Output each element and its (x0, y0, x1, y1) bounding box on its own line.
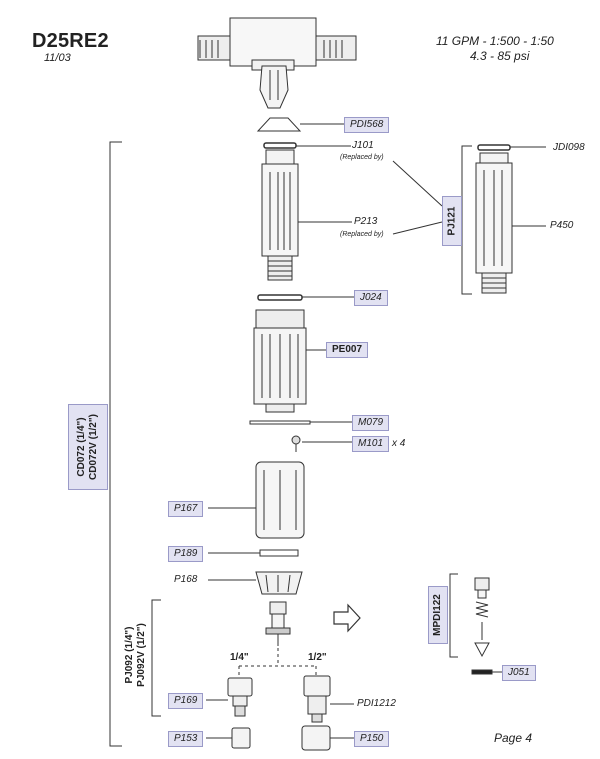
p189-part (259, 549, 299, 557)
part-label-pe007: PE007 (326, 342, 369, 358)
pdi568-part (256, 117, 302, 132)
mpdi122-part (471, 577, 493, 675)
size-label-quarter: 1/4" (230, 652, 249, 663)
check-valve-part (265, 601, 291, 646)
model-title: D25RE2 (32, 30, 109, 52)
p167-part (255, 461, 305, 539)
cd072v-line: CD072V (1/2") (88, 414, 100, 480)
j101-part (263, 142, 297, 149)
part-label-p169: P169 (168, 693, 204, 709)
part-label-p153: P153 (168, 731, 204, 747)
part-label-p168: P168 (174, 574, 198, 585)
pj092-kit-label: PJ092 (1/4") PJ092V (1/2") (118, 612, 154, 698)
m101-quantity: x 4 (392, 438, 406, 449)
p169-part (227, 677, 253, 717)
part-label-pdi568: PDI568 (344, 117, 390, 133)
pj121-kit-label: PJ121 (442, 196, 462, 246)
pj092-line: PJ092 (1/4") (124, 626, 136, 684)
jdi098-part (477, 144, 511, 151)
part-label-p189: P189 (168, 546, 204, 562)
injector-fitting-drawing (197, 17, 357, 109)
size-label-half: 1/2" (308, 652, 327, 663)
part-label-j101: J101 (352, 140, 374, 151)
pj092v-line: PJ092V (1/2") (136, 623, 148, 687)
p213-replaced-note: (Replaced by) (340, 231, 384, 238)
part-label-p167: P167 (168, 501, 204, 517)
part-label-p213: P213 (354, 216, 378, 227)
p450-part (475, 152, 513, 294)
part-label-jdi098: JDI098 (553, 142, 585, 153)
pe007-part (253, 309, 307, 413)
j101-replaced-note: (Replaced by) (340, 154, 384, 161)
part-label-pdi1212: PDI1212 (357, 698, 396, 709)
j024-part (257, 294, 303, 301)
next-arrow-icon (333, 603, 361, 633)
part-label-m101: M101 (352, 436, 390, 452)
p168-part (255, 571, 303, 595)
flow-spec: 11 GPM - 1:500 - 1:50 (436, 34, 554, 48)
p153-part (231, 727, 251, 749)
part-label-p450: P450 (550, 220, 574, 231)
pdi1212-part (303, 675, 331, 723)
m101-screw (291, 435, 301, 452)
revision-date: 11/03 (44, 52, 71, 64)
page-number: Page 4 (494, 731, 533, 745)
m079-part (249, 420, 311, 425)
part-label-m079: M079 (352, 415, 390, 431)
part-label-j051: J051 (502, 665, 536, 681)
pressure-spec: 4.3 - 85 psi (470, 49, 530, 63)
cd072-line: CD072 (1/4") (76, 417, 88, 477)
part-label-p150: P150 (354, 731, 390, 747)
cd072-kit-label: CD072 (1/4") CD072V (1/2") (68, 404, 108, 490)
p213-part (261, 149, 299, 281)
mpdi122-kit-label: MPDI122 (428, 586, 448, 644)
p150-part (301, 725, 331, 751)
part-label-j024: J024 (354, 290, 388, 306)
